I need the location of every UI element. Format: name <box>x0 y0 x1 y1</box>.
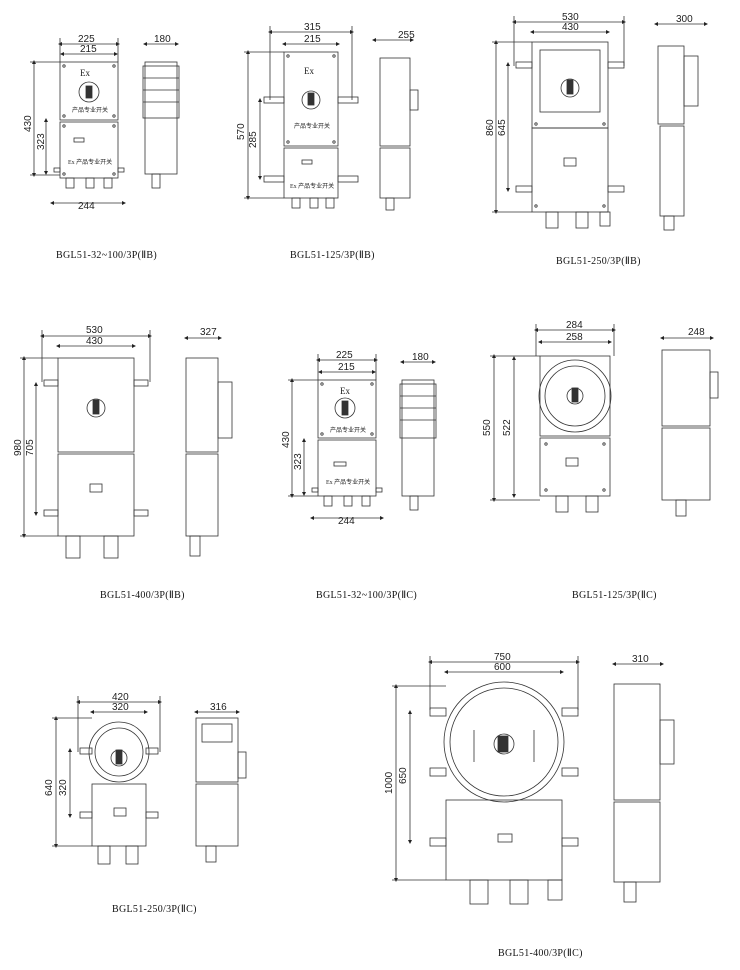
nameplate-text-lower: Ex 产品专业开关 <box>290 182 334 190</box>
dim-width-inner: 600 <box>494 662 511 673</box>
caption: BGL51-250/3P(ⅡC) <box>112 904 197 915</box>
dim-width-inner: 320 <box>112 702 129 713</box>
panel-bgl51-32-100-iib <box>30 38 180 205</box>
dim-width-inner: 430 <box>86 336 103 347</box>
dim-side-width: 327 <box>200 327 217 338</box>
dim-width-outer: 420 <box>112 692 129 703</box>
caption: BGL51-400/3P(ⅡB) <box>100 590 185 601</box>
enclosure-upper <box>59 61 119 121</box>
dim-width-outer: 225 <box>78 34 95 45</box>
panel-bgl51-250-iic <box>52 696 247 865</box>
dim-width-outer: 284 <box>566 320 583 331</box>
dim-height-outer: 1000 <box>384 771 395 794</box>
dim-side-width: 310 <box>632 654 649 665</box>
dim-side-width: 180 <box>154 34 171 45</box>
rotary-switch <box>78 81 100 103</box>
dim-height-outer: 430 <box>23 115 34 132</box>
nameplate-text: 产品专业开关 <box>330 426 366 434</box>
panel-bgl51-250-iib <box>492 16 708 231</box>
nameplate-text-lower: Ex 产品专业开关 <box>68 158 112 166</box>
nameplate-text: 产品专业开关 <box>72 106 108 114</box>
nameplate-text-lower: Ex 产品专业开关 <box>326 478 370 486</box>
dim-height-inner: 320 <box>58 779 69 796</box>
dim-side-width: 316 <box>210 702 227 713</box>
dim-height-outer: 550 <box>482 419 493 436</box>
ex-mark: Ex <box>80 68 90 78</box>
dim-side-width: 300 <box>676 14 693 25</box>
dim-width-inner: 430 <box>562 22 579 33</box>
dim-height-inner: 285 <box>248 131 259 148</box>
dim-width-inner: 215 <box>304 34 321 45</box>
dim-height-outer: 640 <box>44 779 55 796</box>
dim-width-base: 244 <box>338 516 355 527</box>
caption: BGL51-400/3P(ⅡC) <box>498 948 583 959</box>
panel-bgl51-32-100-iic <box>288 354 437 520</box>
caption: BGL51-125/3P(ⅡC) <box>572 590 657 601</box>
panel-bgl51-125-iib <box>244 26 419 211</box>
caption: BGL51-125/3P(ⅡB) <box>290 250 375 261</box>
dim-width-inner: 215 <box>338 362 355 373</box>
ex-mark: Ex <box>340 386 350 396</box>
caption: BGL51-250/3P(ⅡB) <box>556 256 641 267</box>
panel-bgl51-400-iib <box>20 330 233 559</box>
caption: BGL51-32~100/3P(ⅡB) <box>56 250 157 261</box>
ex-mark: Ex <box>304 66 314 76</box>
dim-height-inner: 645 <box>497 119 508 136</box>
dim-height-outer: 430 <box>281 431 292 448</box>
dim-width-inner: 215 <box>80 44 97 55</box>
nameplate-text: 产品专业开关 <box>294 122 330 130</box>
dim-side-width: 180 <box>412 352 429 363</box>
dim-height-inner: 522 <box>502 419 513 436</box>
caption: BGL51-32~100/3P(ⅡC) <box>316 590 417 601</box>
dim-height-inner: 650 <box>398 767 409 784</box>
dim-height-inner: 323 <box>293 453 304 470</box>
panel-bgl51-400-iic <box>392 656 675 905</box>
dim-width-inner: 258 <box>566 332 583 343</box>
dim-width-outer: 530 <box>86 325 103 336</box>
dim-side-width: 255 <box>398 30 415 41</box>
dim-height-outer: 570 <box>236 123 247 140</box>
dim-height-inner: 705 <box>25 439 36 456</box>
enclosure-lower <box>59 121 119 179</box>
dim-side-width: 248 <box>688 327 705 338</box>
dim-width-outer: 315 <box>304 22 321 33</box>
dim-width-base: 244 <box>78 201 95 212</box>
dim-width-outer: 225 <box>336 350 353 361</box>
dim-width-outer: 750 <box>494 652 511 663</box>
dim-height-outer: 860 <box>485 119 496 136</box>
dim-height-inner: 323 <box>36 133 47 150</box>
dim-width-outer: 530 <box>562 12 579 23</box>
panel-bgl51-125-iic <box>490 324 719 517</box>
dim-height-outer: 980 <box>13 439 24 456</box>
